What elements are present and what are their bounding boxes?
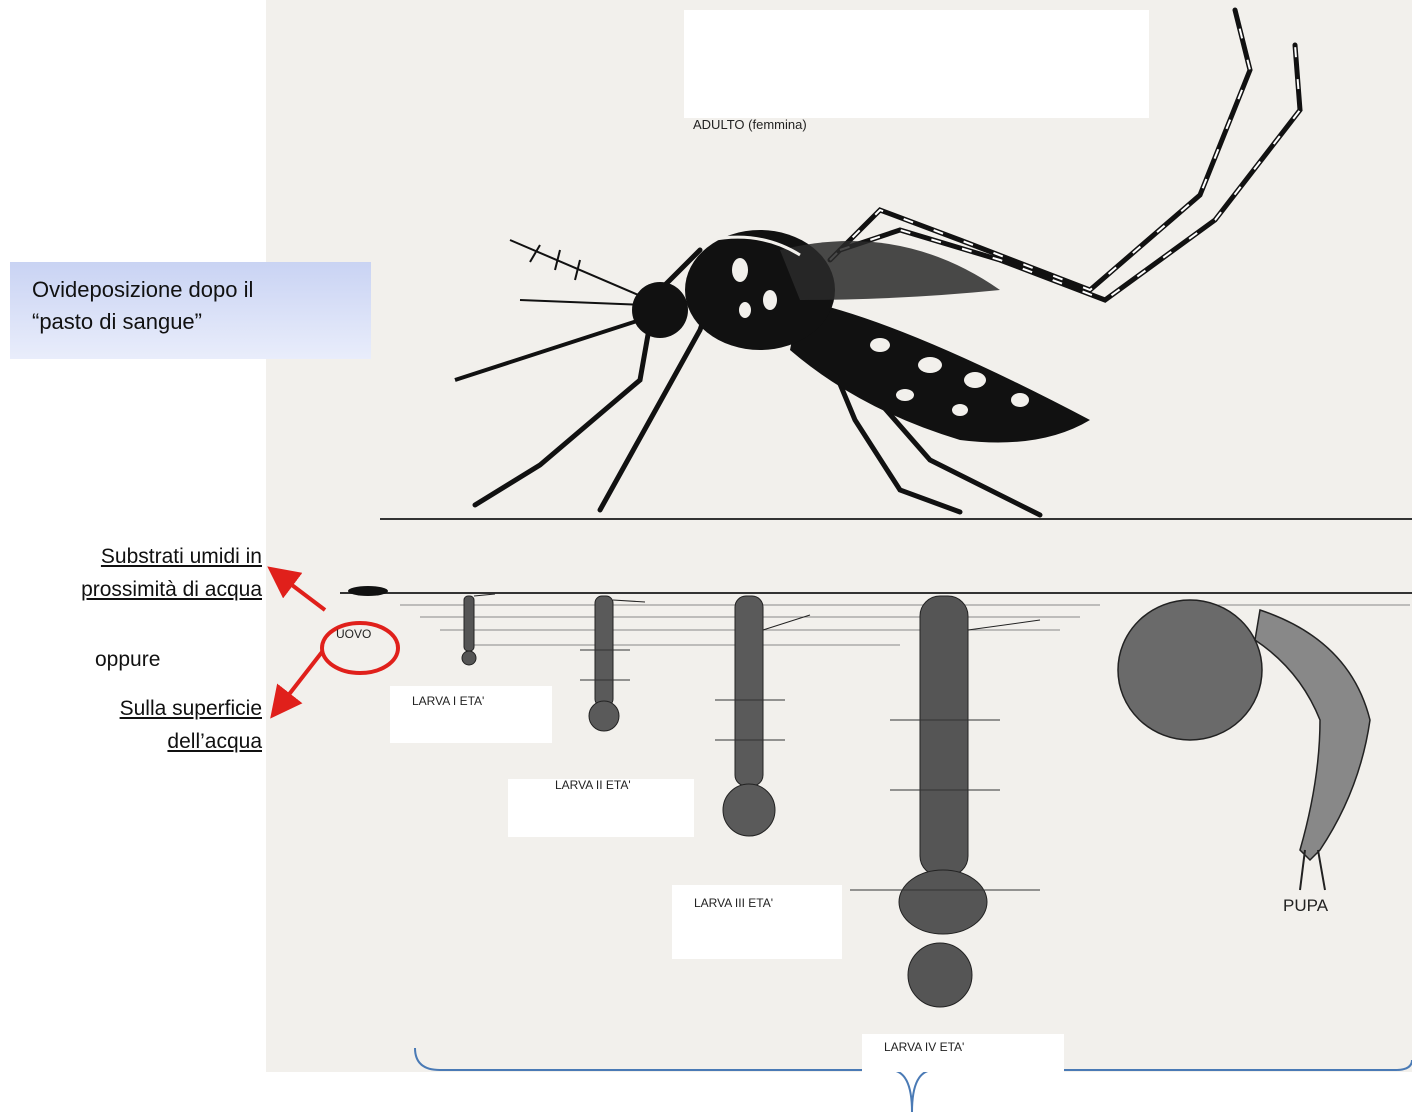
water-surface-line-2: dell’acqua: [167, 730, 262, 754]
larva4-label: LARVA IV ETA': [884, 1040, 964, 1054]
larva3-label: LARVA III ETA': [694, 896, 773, 910]
oviposition-callout: Ovideposizione dopo il “pasto di sangue”: [10, 262, 371, 359]
egg-shape: [348, 586, 388, 596]
larva-stage-2: [589, 596, 645, 731]
larva2-label: LARVA II ETA': [555, 778, 631, 792]
pupa-label: PUPA: [1283, 896, 1328, 916]
larva1-label: LARVA I ETA': [412, 694, 484, 708]
larva-bristles: [580, 650, 1040, 890]
egg-label: UOVO: [336, 627, 371, 641]
adult-label: ADULTO (femmina): [693, 117, 807, 132]
arrow-to-water-surface: [280, 652, 322, 706]
callout-line-1: Ovideposizione dopo il: [32, 274, 371, 306]
larva-stage-3: [723, 596, 810, 836]
adult-label-box: [684, 10, 1149, 118]
arrow-to-substrates: [280, 576, 325, 610]
callout-line-2: “pasto di sangue”: [32, 306, 371, 338]
pupa-shape: [1118, 600, 1370, 890]
larva-stage-4: [899, 596, 1040, 1007]
water-surface-line-1: Sulla superficie: [120, 697, 262, 721]
oppure-text: oppure: [95, 648, 160, 672]
substrates-line-1: Substrati umidi in: [101, 545, 262, 569]
substrates-line-2: prossimità di acqua: [81, 578, 262, 602]
